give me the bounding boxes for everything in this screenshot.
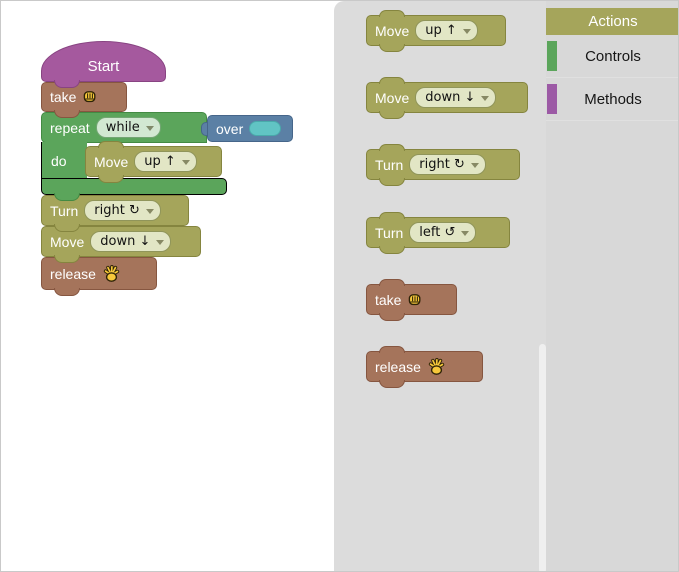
turn-right-direction-dropdown[interactable]: right ↻ [84,200,161,221]
flyout-release-block[interactable]: release [366,346,483,388]
category-controls-label: Controls [585,47,641,65]
category-methods[interactable]: Methods [546,78,678,121]
over-block-label: over [216,120,244,137]
repeat-block-label: repeat [50,119,90,136]
flyout-turn-left-label: Turn [375,224,404,241]
flyout-turn-left-dropdown[interactable]: left ↺ [409,222,477,243]
flyout-take-label: take [375,291,402,308]
over-block[interactable]: over [207,115,293,142]
over-block-plug [201,122,209,136]
flyout-turn-left-block[interactable]: Turn left ↺ [366,212,510,254]
flyout-move-up-value: up ↑ [425,23,457,38]
flyout-turn-right-block[interactable]: Turn right ↻ [366,144,520,186]
category-actions[interactable]: Actions [546,8,678,35]
flyout-move-down-label: Move [375,89,410,106]
repeat-condition-dropdown[interactable]: while [95,117,161,138]
flyout-release-label: release [375,358,421,375]
dropdown-arrow-icon [156,240,165,245]
flyout-move-up-block[interactable]: Move up ↑ [366,10,506,52]
dropdown-arrow-icon [145,126,154,131]
move-down-direction-dropdown[interactable]: down ↓ [90,231,172,252]
inner-move-direction-dropdown[interactable]: up ↑ [134,151,197,172]
repeat-block-spine [41,142,87,179]
turn-right-block[interactable]: Turn right ↻ [41,195,189,232]
dropdown-arrow-icon [145,209,154,214]
inner-move-block-label: Move [94,153,129,170]
fist-icon [409,293,421,305]
flyout-move-down-value: down ↓ [425,90,476,105]
turn-right-block-label: Turn [50,202,79,219]
inner-move-block[interactable]: Move up ↑ [85,141,222,183]
flyout-turn-right-dropdown[interactable]: right ↻ [409,154,486,175]
repeat-block-bottom-bar [41,178,227,201]
start-block[interactable]: Start [41,41,166,88]
flyout-move-up-label: Move [375,22,410,39]
over-value-slot[interactable] [249,121,282,136]
flyout-turn-left-value: left ↺ [419,225,456,240]
toolbox-panel: Actions Controls Methods [546,1,678,571]
dropdown-arrow-icon [470,163,479,168]
start-block-label: Start [87,58,120,75]
turn-right-direction-value: right ↻ [94,203,140,218]
flyout-take-block[interactable]: take [366,279,457,321]
fist-icon [84,91,96,103]
open-hand-icon [428,358,445,375]
flyout-turn-right-value: right ↻ [419,157,465,172]
open-hand-icon [103,265,120,282]
repeat-do-label: do [51,153,67,169]
flyout-move-down-dropdown[interactable]: down ↓ [415,87,497,108]
dropdown-arrow-icon [461,231,470,236]
release-block[interactable]: release [41,257,157,296]
category-methods-label: Methods [584,90,642,108]
take-block-label: take [50,89,77,105]
dropdown-arrow-icon [462,29,471,34]
methods-color-swatch [547,84,557,114]
inner-move-direction-value: up ↑ [144,154,176,169]
category-actions-label: Actions [588,13,638,30]
flyout-turn-right-label: Turn [375,156,404,173]
flyout-move-up-dropdown[interactable]: up ↑ [415,20,478,41]
category-controls[interactable]: Controls [546,35,678,78]
dropdown-arrow-icon [481,96,490,101]
controls-color-swatch [547,41,557,71]
move-down-direction-value: down ↓ [100,234,151,249]
release-block-label: release [50,265,96,282]
flyout-move-down-block[interactable]: Move down ↓ [366,77,528,119]
dropdown-arrow-icon [181,160,190,165]
take-block[interactable]: take [41,82,127,118]
repeat-condition-value: while [105,120,140,135]
move-down-block-label: Move [50,233,85,250]
flyout-scrollbar[interactable] [539,344,546,571]
